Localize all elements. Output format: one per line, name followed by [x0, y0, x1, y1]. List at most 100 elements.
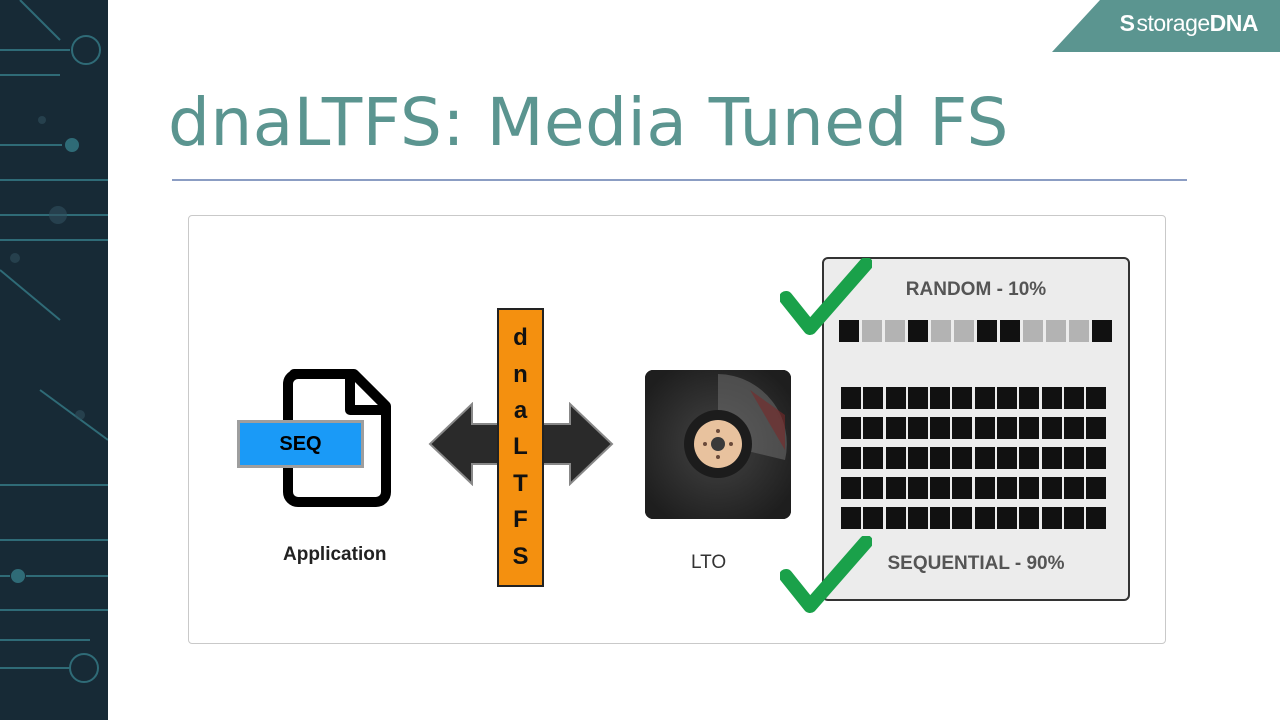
slide-title: dnaLTFS: Media Tuned FS	[168, 84, 1009, 161]
sequential-block	[952, 387, 973, 409]
sequential-block	[1019, 417, 1040, 439]
sequential-block	[952, 447, 973, 469]
random-caption: RANDOM - 10%	[905, 279, 1047, 300]
sequential-block	[1041, 417, 1062, 439]
fs-letter: F	[513, 506, 528, 534]
access-pattern-card: RANDOM - 10% SEQUENTIAL - 90%	[822, 257, 1130, 601]
sequential-block	[1063, 417, 1084, 439]
sequential-block	[952, 477, 973, 499]
brand-prefix: storage	[1136, 10, 1210, 36]
lto-tape-image	[645, 370, 791, 519]
sequential-block	[930, 417, 951, 439]
dnaltfs-bar: d n a L T F S	[497, 308, 544, 587]
sequential-block	[1041, 507, 1062, 529]
sequential-block	[841, 477, 861, 499]
fs-letter: S	[512, 542, 529, 570]
checkmark-icon	[780, 536, 872, 613]
random-block	[1000, 320, 1020, 342]
random-block	[977, 320, 997, 342]
sequential-block	[907, 417, 928, 439]
sequential-block	[974, 477, 995, 499]
sequential-block	[907, 387, 928, 409]
random-block	[1069, 320, 1089, 342]
sequential-block	[863, 477, 884, 499]
sequential-block	[1086, 417, 1107, 439]
sequential-block	[1086, 507, 1107, 529]
random-block	[908, 320, 928, 342]
sequential-block	[841, 507, 861, 529]
sequential-block	[907, 477, 928, 499]
sequential-block	[841, 447, 861, 469]
sequential-block	[885, 507, 906, 529]
random-block	[1092, 320, 1112, 342]
sequential-block	[974, 507, 995, 529]
sequential-block	[974, 447, 995, 469]
random-block	[1046, 320, 1066, 342]
checkmark-icon	[780, 258, 872, 335]
sequential-block	[863, 507, 884, 529]
sequential-block	[952, 417, 973, 439]
lto-label: LTO	[691, 552, 727, 573]
sequential-block	[930, 507, 951, 529]
sequential-caption: SEQUENTIAL - 90%	[887, 553, 1065, 574]
brand-mark-icon: S	[1119, 10, 1135, 36]
brand-suffix: DNA	[1209, 10, 1259, 36]
sequential-block	[841, 417, 861, 439]
random-block	[839, 320, 859, 342]
decorative-circuit-strip	[0, 0, 108, 720]
sequential-block	[1041, 387, 1062, 409]
sequential-block	[1086, 477, 1107, 499]
fs-letter: T	[513, 469, 528, 497]
fs-letter: n	[513, 360, 528, 388]
sequential-block	[1086, 387, 1107, 409]
sequential-block	[1086, 447, 1107, 469]
random-block-row	[839, 320, 1112, 342]
random-block	[931, 320, 951, 342]
sequential-block	[930, 447, 951, 469]
sequential-block	[885, 447, 906, 469]
sequential-block-grid	[841, 387, 1107, 529]
sequential-block	[1063, 477, 1084, 499]
sequential-block	[997, 477, 1018, 499]
sequential-block	[1019, 447, 1040, 469]
sequential-block	[1019, 507, 1040, 529]
random-block	[954, 320, 974, 342]
sequential-block	[1063, 507, 1084, 529]
sequential-block	[930, 387, 951, 409]
circuit-pattern	[0, 0, 108, 683]
sequential-block	[952, 507, 973, 529]
sequential-block	[885, 417, 906, 439]
sequential-block	[885, 477, 906, 499]
seq-badge: SEQ	[237, 420, 364, 468]
fs-letter: a	[513, 397, 528, 425]
sequential-block	[863, 447, 884, 469]
sequential-block	[863, 417, 884, 439]
sequential-block	[974, 417, 995, 439]
sequential-block	[863, 387, 884, 409]
random-block	[885, 320, 905, 342]
sequential-block	[997, 507, 1018, 529]
tape-reel-icon	[645, 370, 791, 519]
brand-logo: SstorageDNA	[1119, 10, 1259, 37]
sequential-block	[997, 447, 1018, 469]
fs-letter: d	[513, 324, 528, 352]
sequential-block	[930, 477, 951, 499]
random-block	[1023, 320, 1043, 342]
title-divider	[172, 179, 1187, 181]
sequential-block	[1063, 387, 1084, 409]
sequential-block	[1041, 447, 1062, 469]
sequential-block	[1019, 387, 1040, 409]
sequential-block	[1019, 477, 1040, 499]
sequential-block	[997, 417, 1018, 439]
sequential-block	[907, 507, 928, 529]
sequential-block	[1063, 447, 1084, 469]
random-block	[862, 320, 882, 342]
sequential-block	[974, 387, 995, 409]
sequential-block	[885, 387, 906, 409]
sequential-block	[997, 387, 1018, 409]
fs-letter: L	[513, 433, 528, 461]
application-label: Application	[283, 544, 387, 565]
sequential-block	[841, 387, 861, 409]
sequential-block	[907, 447, 928, 469]
sequential-block	[1041, 477, 1062, 499]
